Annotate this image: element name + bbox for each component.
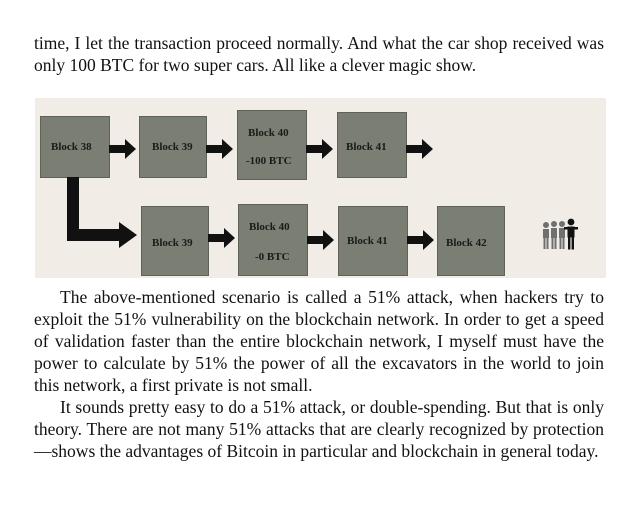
right-arrow-icon <box>307 230 334 250</box>
fork-arrow-icon <box>67 177 137 248</box>
block-40-bottom: Block 40 -0 BTC <box>238 204 308 276</box>
block-42-bottom-label: Block 42 <box>446 237 487 249</box>
block-39-bottom: Block 39 <box>141 206 209 276</box>
block-39-bottom-label: Block 39 <box>152 237 193 249</box>
right-arrow-icon <box>306 139 333 159</box>
blockchain-fork-diagram: Block 38 Block 39 Block 40 -100 BTC Bloc… <box>35 98 606 278</box>
right-arrow-icon <box>208 228 235 248</box>
block-41-bottom: Block 41 <box>338 206 408 276</box>
block-38-label: Block 38 <box>51 141 92 153</box>
block-41-top-label: Block 41 <box>346 141 387 153</box>
block-40-bottom-transaction: -0 BTC <box>255 251 290 263</box>
block-40-top-transaction: -100 BTC <box>246 155 292 167</box>
paragraph-conclusion: It sounds pretty easy to do a 51% attack… <box>34 397 604 461</box>
block-41-top: Block 41 <box>337 112 407 178</box>
right-arrow-icon <box>206 139 233 159</box>
block-38: Block 38 <box>40 116 110 178</box>
paragraph-51-attack: The above-mentioned scenario is called a… <box>34 287 604 395</box>
block-39-top: Block 39 <box>139 116 207 178</box>
right-arrow-icon <box>407 230 434 250</box>
block-39-top-label: Block 39 <box>152 141 193 153</box>
paragraph-intro: time, I let the transaction proceed norm… <box>34 33 604 75</box>
block-40-top: Block 40 -100 BTC <box>237 110 307 180</box>
block-41-bottom-label: Block 41 <box>347 235 388 247</box>
block-42-bottom: Block 42 <box>437 206 505 276</box>
right-arrow-icon <box>109 139 136 159</box>
right-arrow-icon <box>406 139 433 159</box>
block-40-bottom-label: Block 40 <box>249 221 290 233</box>
block-40-top-label: Block 40 <box>248 127 289 139</box>
people-group-icon <box>543 218 578 250</box>
